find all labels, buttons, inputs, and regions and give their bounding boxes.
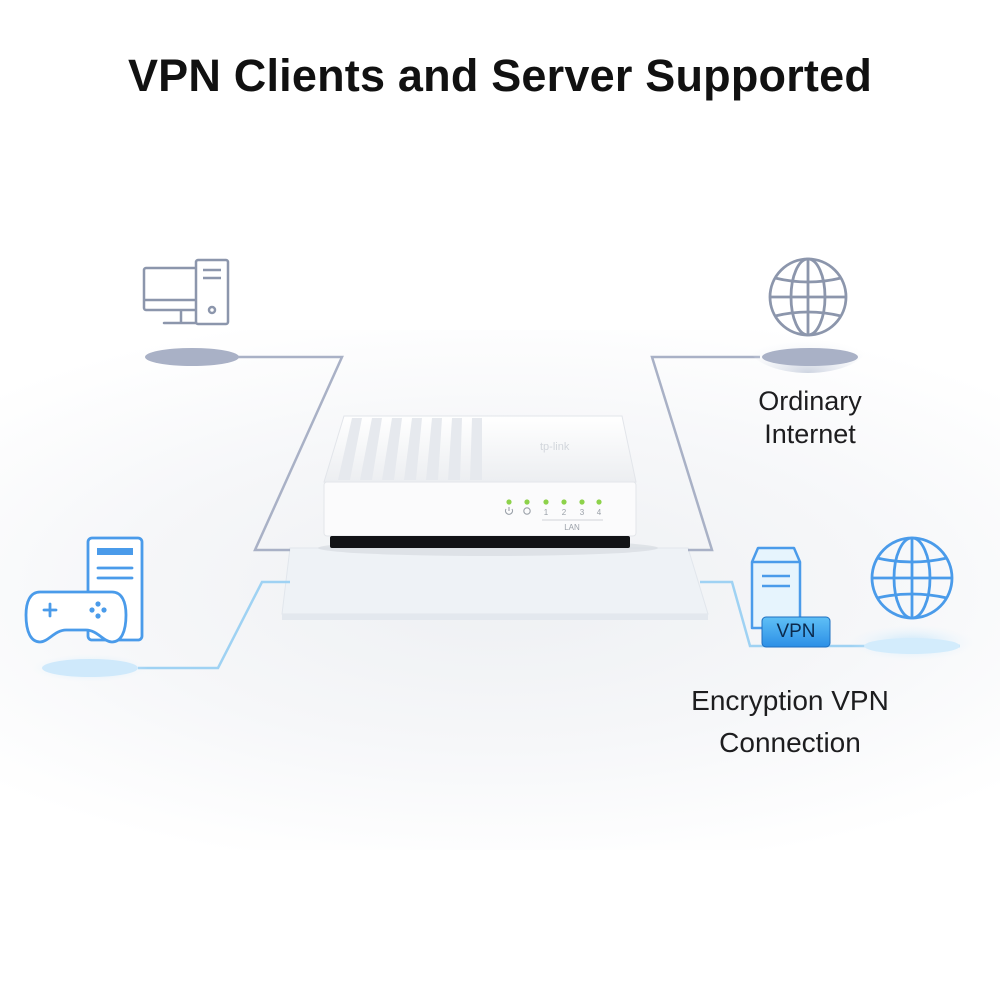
gaming-node-base xyxy=(42,659,138,677)
router-status-icons xyxy=(504,507,531,515)
connection-line-desktop xyxy=(238,355,344,552)
internet-status-icon xyxy=(523,507,531,515)
led-label-3: 3 xyxy=(580,508,585,517)
svg-text:tp-link: tp-link xyxy=(540,441,570,453)
vpn-badge-label: VPN xyxy=(776,621,816,642)
encryption-vpn-label-line1: Encryption VPN xyxy=(691,685,889,716)
desktop-computer-icon xyxy=(142,258,230,326)
desktop-node-base xyxy=(145,348,239,366)
router-leds xyxy=(506,499,602,505)
lan-label: LAN xyxy=(564,523,580,532)
router-device: tp-link xyxy=(318,415,658,556)
led-label-2: 2 xyxy=(562,508,567,517)
ordinary-internet-label-line2: Internet xyxy=(764,419,856,449)
ordinary-internet-label-line1: Ordinary xyxy=(758,386,862,416)
connection-line-internet xyxy=(650,355,760,552)
router-platform xyxy=(281,547,709,620)
encryption-vpn-label: Encryption VPN Connection xyxy=(640,680,940,764)
globe-icon xyxy=(768,257,848,337)
led-label-1: 1 xyxy=(544,508,549,517)
vpn-badge xyxy=(761,616,831,648)
globe-blue-icon xyxy=(870,536,954,620)
led-label-4: 4 xyxy=(597,508,602,517)
vpn-server-icon xyxy=(750,546,802,630)
encryption-vpn-label-line2: Connection xyxy=(719,727,861,758)
ordinary-internet-label: Ordinary Internet xyxy=(700,385,920,451)
gamepad-server-icon xyxy=(24,536,144,644)
connection-line-gaming xyxy=(138,580,290,670)
power-icon xyxy=(504,508,514,515)
page-title: VPN Clients and Server Supported xyxy=(127,50,873,101)
vpn-globe-base xyxy=(864,638,960,654)
internet-node-base xyxy=(762,348,858,366)
